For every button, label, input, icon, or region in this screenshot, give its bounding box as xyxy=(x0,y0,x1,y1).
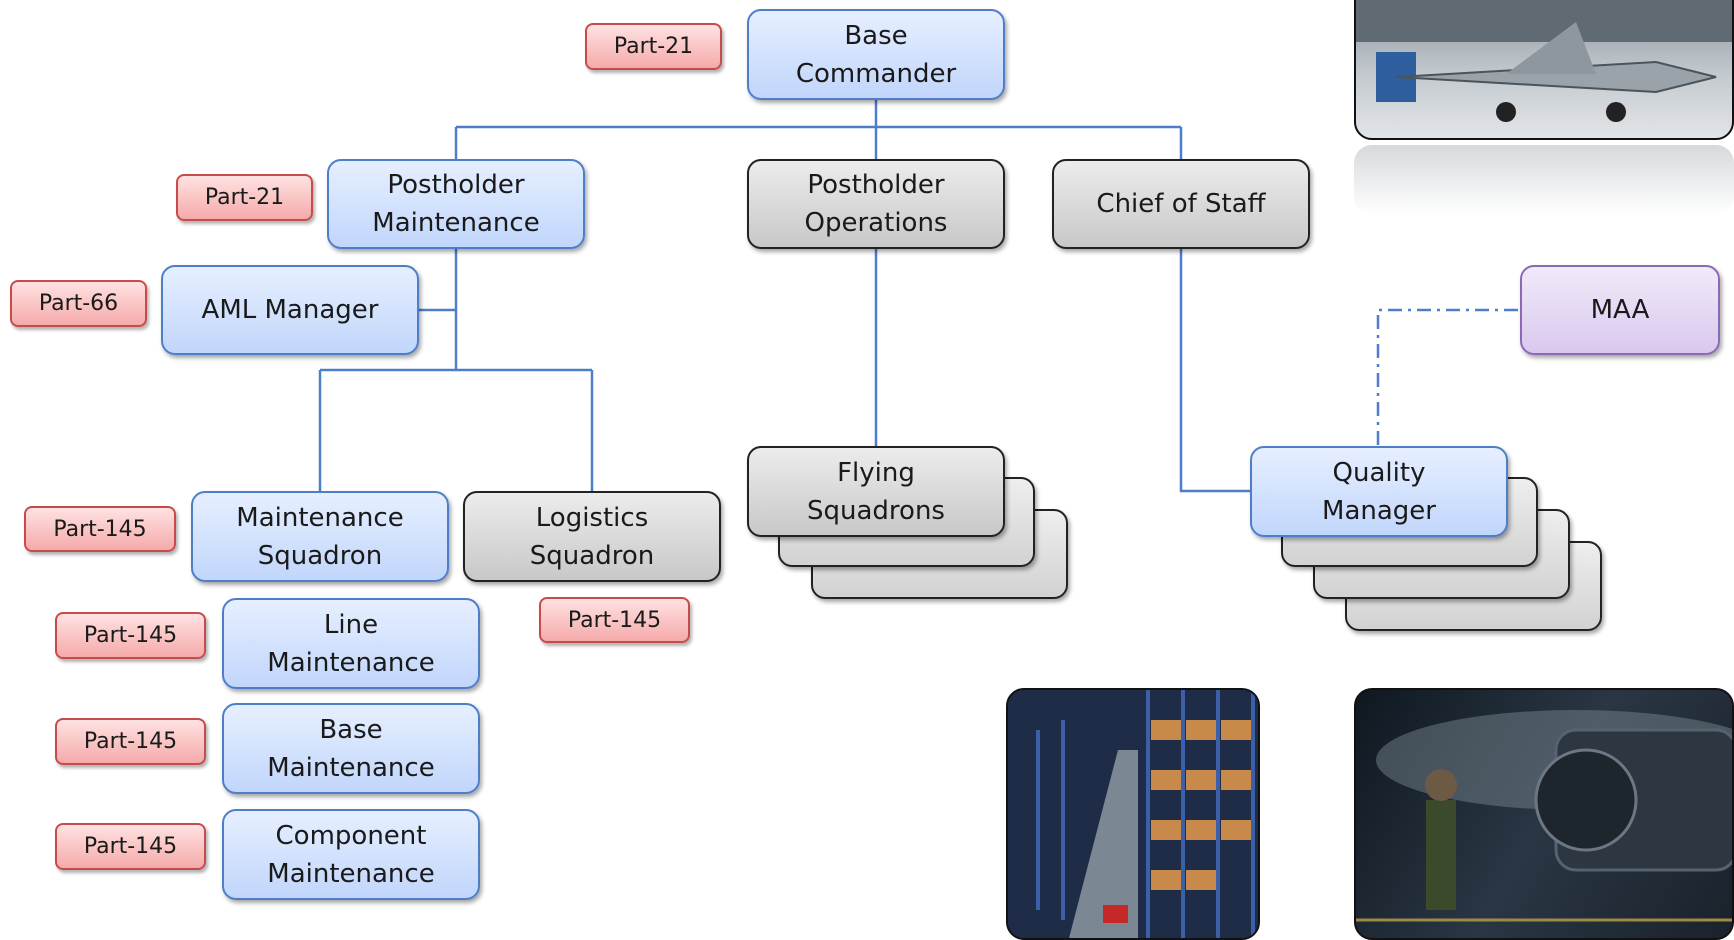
node-aml-manager[interactable]: AML Manager xyxy=(161,265,419,355)
warehouse-photo xyxy=(1006,688,1260,940)
badge-base-commander: Part-21 xyxy=(585,23,722,70)
engine-test-icon xyxy=(1356,710,1732,922)
node-base-commander[interactable]: Base Commander xyxy=(747,9,1005,100)
badge-postholder-maintenance: Part-21 xyxy=(176,174,313,221)
connector-maa-dashed xyxy=(1376,308,1518,446)
hangar-aircraft-photo xyxy=(1354,0,1734,140)
badge-line-maintenance: Part-145 xyxy=(55,612,206,659)
node-base-maintenance[interactable]: Base Maintenance xyxy=(222,703,480,794)
node-postholder-maintenance[interactable]: Postholder Maintenance xyxy=(327,159,585,249)
node-logistics-squadron[interactable]: Logistics Squadron xyxy=(463,491,721,582)
node-line-maintenance[interactable]: Line Maintenance xyxy=(222,598,480,689)
node-flying-squadrons[interactable]: Flying Squadrons xyxy=(747,446,1005,537)
node-quality-manager[interactable]: Quality Manager xyxy=(1250,446,1508,537)
warehouse-shelves-icon xyxy=(1008,690,1258,938)
node-maintenance-squadron[interactable]: Maintenance Squadron xyxy=(191,491,449,582)
node-maa[interactable]: MAA xyxy=(1520,265,1720,355)
badge-aml-manager: Part-66 xyxy=(10,280,147,327)
connector-to-quality-manager xyxy=(1179,249,1250,493)
engine-test-photo xyxy=(1354,688,1734,940)
node-postholder-operations[interactable]: Postholder Operations xyxy=(747,159,1005,249)
badge-maintenance-squadron: Part-145 xyxy=(24,506,176,552)
badge-component-maintenance: Part-145 xyxy=(55,823,206,870)
badge-logistics-squadron: Part-145 xyxy=(539,597,690,643)
badge-base-maintenance: Part-145 xyxy=(55,718,206,765)
aircraft-icon xyxy=(1356,0,1732,122)
node-component-maintenance[interactable]: Component Maintenance xyxy=(222,809,480,900)
hangar-photo-reflection xyxy=(1354,145,1734,215)
node-chief-of-staff[interactable]: Chief of Staff xyxy=(1052,159,1310,249)
